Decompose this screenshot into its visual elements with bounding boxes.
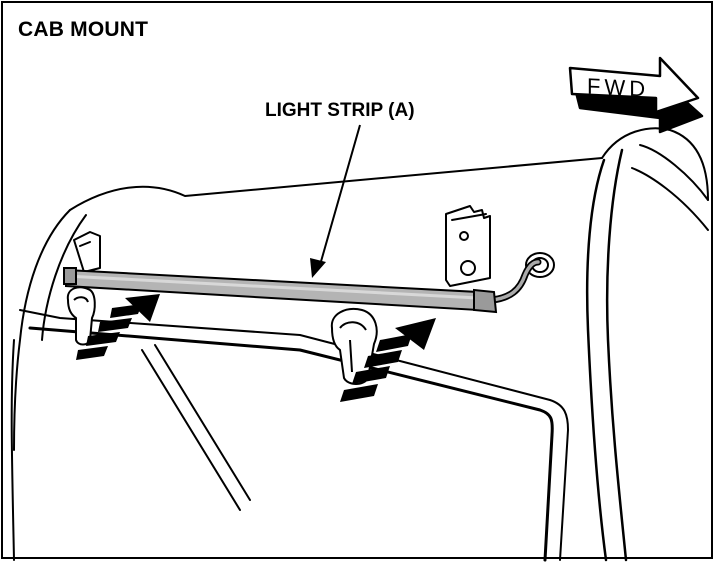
left-bracket — [73, 231, 101, 273]
callout-leader — [319, 124, 361, 266]
door-pillar — [585, 158, 608, 562]
fwd-label: FWD — [587, 73, 650, 102]
callout-arrowhead — [310, 258, 326, 278]
left-push-arrow — [76, 294, 160, 360]
grommet — [525, 252, 555, 278]
cab-left-curve — [13, 209, 71, 451]
right-push-arrow — [340, 318, 436, 402]
fwd-arrow — [568, 56, 704, 134]
cab-roof-edge — [69, 157, 603, 211]
mounting-bracket — [445, 205, 491, 287]
wiper-line — [154, 344, 251, 501]
section-title: CAB MOUNT — [18, 18, 149, 41]
door-frame-outer — [601, 127, 709, 201]
light-strip-label: LIGHT STRIP (A) — [265, 100, 415, 121]
light-strip — [63, 267, 498, 314]
